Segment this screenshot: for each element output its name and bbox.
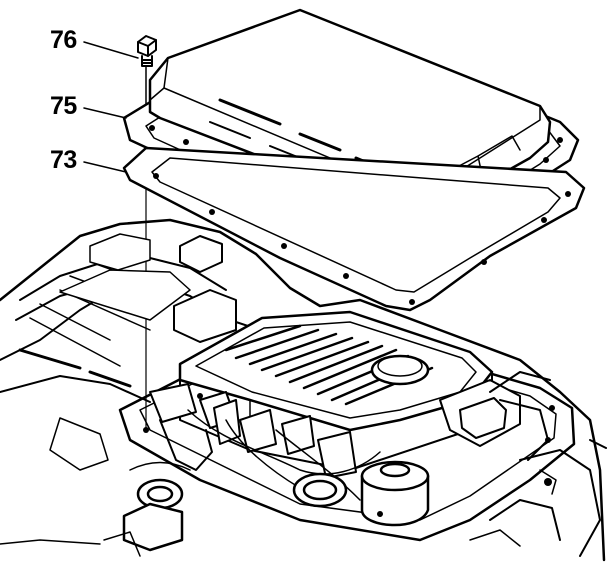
leader-lines <box>83 41 139 173</box>
accumulator-piston <box>360 460 430 527</box>
solenoid-assembly <box>129 371 551 501</box>
callout-73: 73 <box>50 146 77 174</box>
leader-76 <box>83 41 139 59</box>
leader-73 <box>83 161 127 173</box>
filter-seal <box>0 472 348 557</box>
pan-gasket <box>122 146 586 312</box>
transmission-case <box>0 218 606 562</box>
callout-76: 76 <box>50 26 77 54</box>
case-right-detail <box>469 439 607 557</box>
callout-75: 75 <box>50 92 77 120</box>
valve-body <box>178 310 494 471</box>
leader-75 <box>83 107 127 119</box>
